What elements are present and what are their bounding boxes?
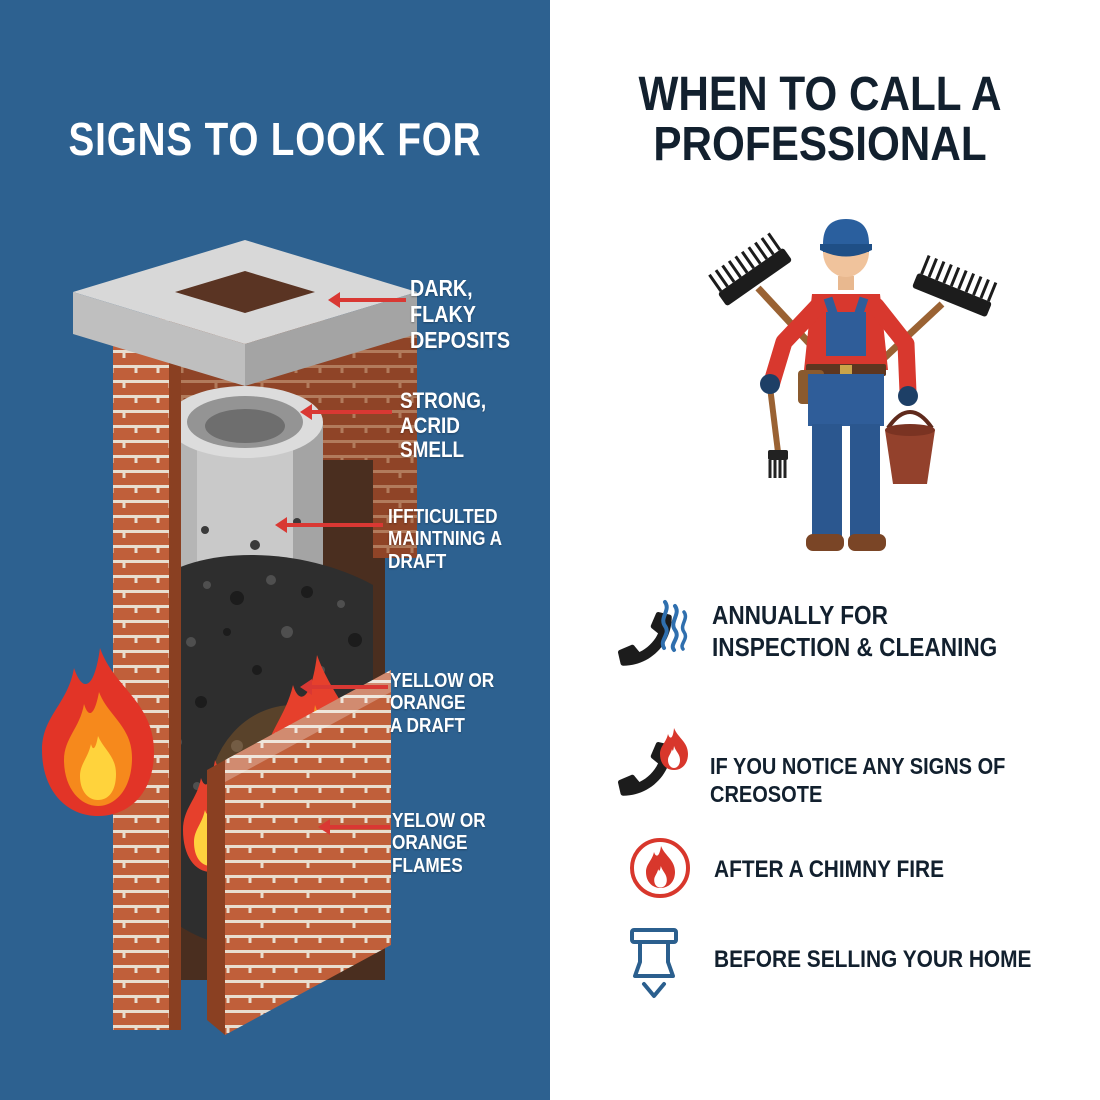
phone-steam-icon bbox=[618, 600, 688, 666]
chimney-left-wall bbox=[113, 318, 169, 1030]
arrow-icon-smell bbox=[300, 404, 392, 420]
sign-label-smell: STRONG, ACRID SMELL bbox=[400, 388, 487, 463]
chimney-right-wall bbox=[373, 318, 417, 558]
arrow-icon-deposits bbox=[328, 292, 406, 308]
phone-flame-icon bbox=[618, 728, 688, 796]
left-title: SIGNS TO LOOK FOR bbox=[68, 113, 482, 165]
callout-text-creosote: IF YOU NOTICE ANY SIGNS OF CREOSOTE bbox=[710, 753, 1006, 808]
chimney-cutaway-illustration bbox=[73, 240, 417, 1035]
flame-icon bbox=[42, 648, 154, 816]
bucket-handle bbox=[886, 410, 934, 430]
hand-brush bbox=[768, 450, 788, 460]
callout-text-selling: BEFORE SELLING YOUR HOME bbox=[714, 946, 1032, 973]
worker-glove-left bbox=[760, 374, 780, 394]
sign-label-deposits: DARK, FLAKY DEPOSITS bbox=[410, 275, 511, 353]
callout-text-annual: ANNUALLY FOR INSPECTION & CLEANING bbox=[712, 600, 998, 662]
home-chimney-icon bbox=[630, 928, 678, 998]
left-panel: SIGNS TO LOOK FOR bbox=[0, 0, 550, 1100]
callout-text-fire: AFTER A CHIMNY FIRE bbox=[714, 856, 945, 883]
arrow-icon-draft bbox=[275, 517, 383, 533]
worker-cap bbox=[823, 219, 869, 252]
sign-label-orange: YELLOW OR ORANGE A DRAFT bbox=[390, 670, 495, 737]
chimney-lower-wall bbox=[225, 670, 391, 1035]
right-title: WHEN TO CALL A PROFESSIONAL bbox=[638, 68, 1002, 172]
sign-label-draft: IFFTICULTED MAINTNING A DRAFT bbox=[388, 506, 502, 573]
broom-head-left bbox=[708, 232, 792, 306]
flame-circle-icon bbox=[630, 838, 690, 898]
broom-head-right bbox=[912, 254, 998, 317]
worker-glove-right bbox=[898, 386, 918, 406]
bucket bbox=[885, 430, 935, 484]
arrow-icon-flames bbox=[318, 819, 390, 835]
sign-label-flames: YELOW OR ORANGE FLAMES bbox=[392, 810, 486, 877]
chimney-sweep-illustration bbox=[708, 219, 998, 551]
arrow-icon-orange bbox=[300, 679, 388, 695]
worker-overalls bbox=[826, 312, 866, 356]
